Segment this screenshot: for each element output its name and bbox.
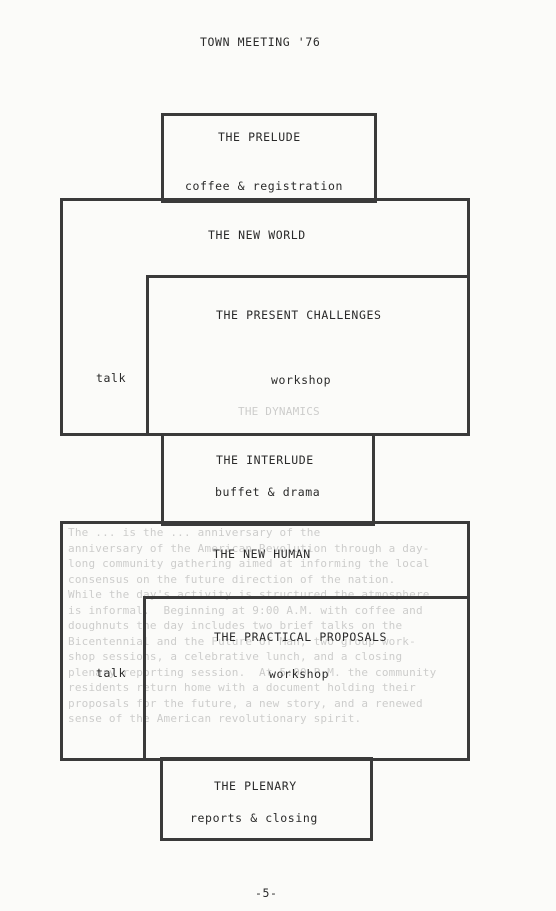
plenary-subtitle: reports & closing	[190, 811, 318, 825]
practical-proposals-workshop-label: workshop	[269, 667, 330, 681]
new-human-title: THE NEW HUMAN	[213, 547, 311, 561]
interlude-subtitle: buffet & drama	[215, 485, 321, 499]
bleed-through-line: consensus on the future direction of the…	[68, 572, 396, 586]
plenary-title: THE PLENARY	[214, 779, 297, 793]
bleed-through-line: plenary reporting session. At 5:00 P.M. …	[68, 665, 437, 679]
present-challenges-box	[146, 275, 470, 436]
bleed-through-line: shop sessions, a celebrative lunch, and …	[68, 650, 403, 663]
bleed-through-line: Bicentennial and the Future of Man, two …	[68, 634, 416, 648]
bleed-through-line: is informal. Beginning at 9:00 A.M. with…	[68, 603, 423, 617]
practical-proposals-title: THE PRACTICAL PROPOSALS	[214, 630, 388, 644]
new-world-title: THE NEW WORLD	[208, 228, 306, 242]
new-human-talk-label: talk	[96, 666, 127, 680]
plenary-box	[160, 757, 373, 841]
prelude-box	[161, 113, 377, 203]
prelude-title: THE PRELUDE	[218, 130, 301, 144]
present-challenges-workshop-label: workshop	[271, 373, 332, 387]
interlude-title: THE INTERLUDE	[216, 453, 314, 467]
bleed-through-line: long community gathering aimed at inform…	[68, 557, 430, 570]
bleed-through-line: proposals for the future, a new story, a…	[68, 696, 423, 710]
bleed-through-line: The ... is the ... anniversary of the	[68, 526, 321, 539]
bleed-through-heading: THE DYNAMICS	[238, 405, 320, 418]
page-title: TOWN MEETING '76	[200, 35, 321, 49]
page-number: -5-	[255, 886, 278, 900]
bleed-through-line: residents return home with a document ho…	[68, 681, 416, 694]
prelude-subtitle: coffee & registration	[185, 179, 343, 193]
interlude-box	[161, 433, 375, 526]
bleed-through-line: anniversary of the American Revolution t…	[68, 541, 430, 555]
bleed-through-line: doughnuts the day includes two brief tal…	[68, 619, 403, 632]
new-world-talk-label: talk	[96, 371, 127, 385]
present-challenges-title: THE PRESENT CHALLENGES	[216, 308, 382, 322]
bleed-through-text: The ... is the ... anniversary of the ann…	[68, 525, 436, 727]
